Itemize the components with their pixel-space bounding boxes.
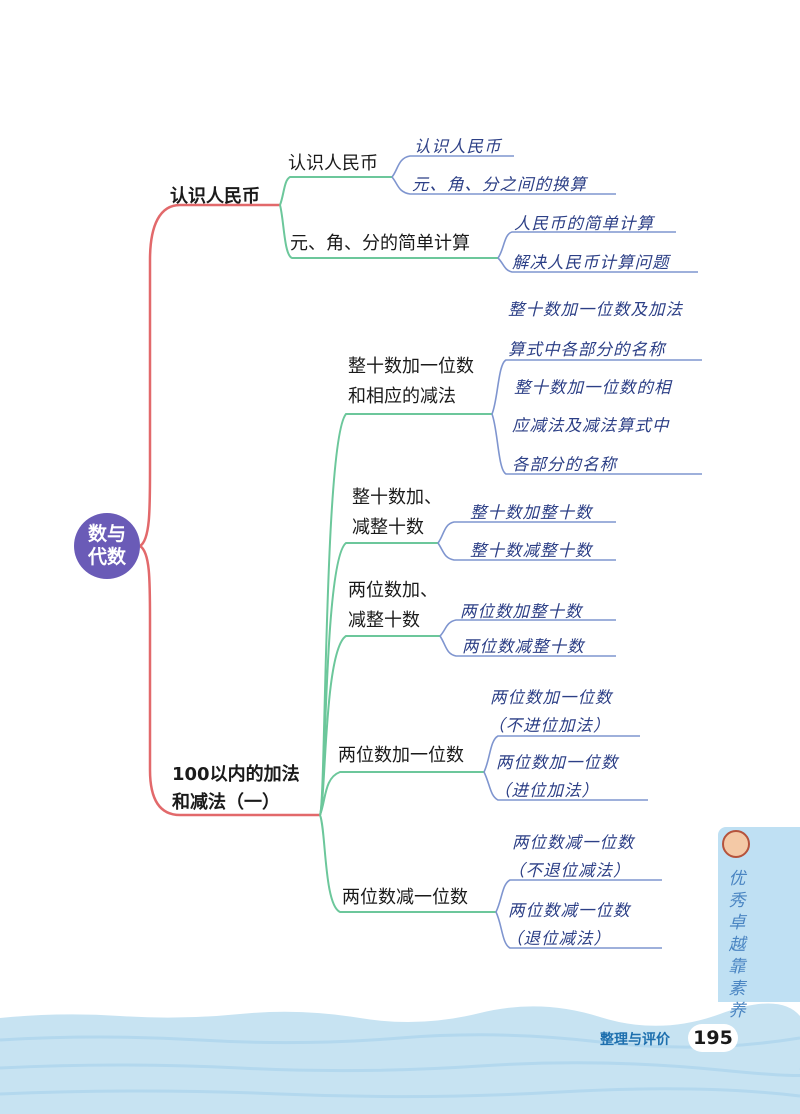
node-tens-plus-tens-line1: 整十数加、 (352, 487, 442, 508)
leaf-twodigit-plus-tens: 两位数加整十数 (460, 602, 583, 621)
branch-addition-line1: 100以内的加法 (172, 764, 300, 785)
branch-addition-line2: 和减法（一） (172, 792, 280, 813)
leaf-tens-minus-l2: 应减法及减法算式中 (512, 416, 670, 435)
leaf-plus-carry-l1: 两位数加一位数 (496, 753, 619, 772)
leaf-plus-no-carry-l1: 两位数加一位数 (490, 688, 613, 707)
leaf-conversion: 元、角、分之间的换算 (412, 175, 587, 194)
leaf-minus-no-borrow-l1: 两位数减一位数 (512, 833, 635, 852)
footer-section-label: 整理与评价 (600, 1032, 670, 1048)
leaf-plus-carry-l2: （进位加法） (494, 781, 599, 800)
leaf-tens-plus-ones-l2: 算式中各部分的名称 (508, 340, 666, 359)
leaf-money-simple-calc: 人民币的简单计算 (514, 214, 654, 233)
leaf-recognize-money: 认识人民币 (414, 137, 502, 156)
leaf-tens-plus-tens: 整十数加整十数 (470, 503, 593, 522)
leaf-money-problems: 解决人民币计算问题 (512, 253, 670, 272)
leaf-minus-borrow-l1: 两位数减一位数 (508, 901, 631, 920)
branch-renminbi: 认识人民币 (170, 186, 260, 207)
leaf-tens-minus-l3: 各部分的名称 (512, 455, 617, 474)
node-recognize-money: 认识人民币 (288, 153, 378, 174)
node-twodigit-minus-ones: 两位数减一位数 (342, 887, 468, 908)
leaf-minus-no-borrow-l2: （不退位减法） (508, 861, 631, 880)
node-twodigit-plus-tens-line2: 减整十数 (348, 610, 420, 631)
leaf-plus-no-carry-l2: （不进位加法） (488, 716, 611, 735)
root-node: 数与 代数 (74, 513, 140, 579)
node-tens-plus-ones-line2: 和相应的减法 (348, 386, 456, 407)
root-line2: 代数 (87, 546, 126, 568)
side-tab-text: 优秀卓越靠素养 (728, 869, 746, 1021)
leaf-twodigit-minus-tens: 两位数减整十数 (462, 637, 585, 656)
node-tens-plus-ones-line1: 整十数加一位数 (348, 356, 474, 377)
node-tens-plus-tens-line2: 减整十数 (352, 517, 424, 538)
node-twodigit-plus-tens-line1: 两位数加、 (348, 580, 438, 601)
node-simple-calc: 元、角、分的简单计算 (290, 233, 470, 254)
mascot-face-icon (722, 830, 750, 858)
level1-lines (139, 203, 320, 817)
leaf-tens-minus-tens: 整十数减整十数 (470, 541, 593, 560)
level2-lines (279, 176, 498, 913)
leaf-minus-borrow-l2: （退位减法） (506, 929, 611, 948)
root-line1: 数与 (87, 523, 126, 545)
leaf-tens-minus-l1: 整十数加一位数的相 (514, 378, 672, 397)
sea-background (0, 1003, 800, 1114)
page-number: 195 (688, 1024, 738, 1052)
node-twodigit-plus-ones: 两位数加一位数 (338, 745, 464, 766)
level3-lines (391, 155, 702, 949)
leaf-tens-plus-ones-l1: 整十数加一位数及加法 (508, 300, 683, 319)
